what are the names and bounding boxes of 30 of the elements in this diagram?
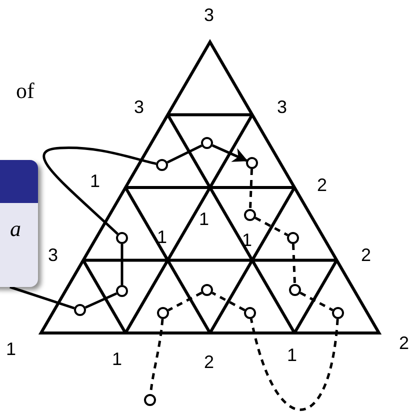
dashed-path xyxy=(248,168,254,210)
dashed-path xyxy=(168,292,202,312)
dashed-path xyxy=(300,292,334,312)
path-line xyxy=(42,146,156,235)
number-label: 1 xyxy=(287,346,298,364)
number-label: 1 xyxy=(157,228,168,246)
path-line xyxy=(212,144,248,162)
number-label: 3 xyxy=(48,246,58,264)
number-label: 1 xyxy=(90,172,100,190)
number-label: 1 xyxy=(112,350,122,368)
dashed-path xyxy=(254,216,288,236)
card xyxy=(0,160,38,287)
dashed-path xyxy=(212,292,246,312)
number-label: 2 xyxy=(361,246,372,264)
path-line xyxy=(10,286,75,310)
text-fragment: of xyxy=(16,80,34,102)
path-line xyxy=(120,244,124,285)
dashed-path xyxy=(250,318,339,411)
number-label: 3 xyxy=(204,6,214,24)
number-label: 1 xyxy=(199,210,210,228)
number-label: 2 xyxy=(317,176,328,194)
math-variable: a xyxy=(10,218,21,240)
path-line xyxy=(84,292,118,309)
number-label: 2 xyxy=(399,334,410,352)
number-label: 2 xyxy=(204,353,214,371)
number-label: 3 xyxy=(134,98,144,116)
dashed-path xyxy=(292,244,296,284)
path-line xyxy=(166,144,202,164)
number-label: 3 xyxy=(277,98,288,116)
number-label: 1 xyxy=(6,340,16,358)
